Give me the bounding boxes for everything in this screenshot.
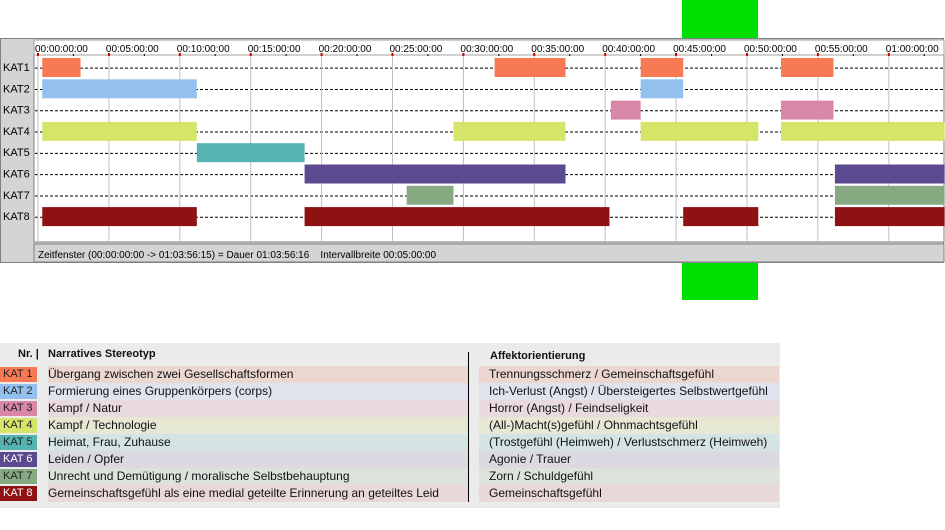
interval-bar-kat6 xyxy=(304,164,566,184)
legend-row: KAT 8 Gemeinschaftsgefühl als eine medial… xyxy=(0,485,780,502)
interval-bar-kat5 xyxy=(196,143,305,163)
tick-label: 00:25:00:00 xyxy=(390,44,443,55)
tick-label: 00:35:00:00 xyxy=(531,44,584,55)
tick-label: 00:05:00:00 xyxy=(106,44,159,55)
category-legend: Nr. | Narratives Stereotyp Affektorienti… xyxy=(0,343,780,508)
legend-description: Kampf / Technologie xyxy=(48,417,468,434)
legend-swatch-kat6: KAT 6 xyxy=(0,452,37,467)
tick-label: 00:55:00:00 xyxy=(815,44,868,55)
tick-label: 00:20:00:00 xyxy=(319,44,372,55)
tick-label: 00:45:00:00 xyxy=(673,44,726,55)
legend-swatch-kat3: KAT 3 xyxy=(0,401,37,416)
interval-bar-kat4 xyxy=(42,121,197,141)
interval-bar-kat7 xyxy=(834,185,945,205)
legend-swatch-kat7: KAT 7 xyxy=(0,469,37,484)
tick-label: 00:30:00:00 xyxy=(460,44,513,55)
status-text: Zeitfenster (00:00:00:00 -> 01:03:56:15)… xyxy=(38,250,436,261)
interval-bar-kat1 xyxy=(42,58,81,77)
interval-bar-kat4 xyxy=(781,121,945,141)
legend-description: Kampf / Natur xyxy=(48,400,468,417)
category-label: KAT6 xyxy=(3,169,30,181)
legend-header-nr: Nr. | xyxy=(18,348,39,360)
status-bar xyxy=(33,243,945,263)
legend-swatch-kat8: KAT 8 xyxy=(0,486,37,501)
legend-affect: (Trostgefühl (Heimweh) / Verlustschmerz … xyxy=(479,434,779,451)
legend-row: KAT 5 Heimat, Frau, Zuhause (Trostgefühl (… xyxy=(0,434,780,451)
tick-label: 01:00:00:00 xyxy=(886,44,939,55)
tick-label: 00:15:00:00 xyxy=(248,44,301,55)
legend-header-desc: Narratives Stereotyp xyxy=(48,348,156,360)
legend-row: KAT 7 Unrecht und Demütigung / moralische… xyxy=(0,468,780,485)
interval-bar-kat8 xyxy=(683,207,759,227)
interval-bar-kat2 xyxy=(640,79,684,99)
legend-description: Formierung eines Gruppenkörpers (corps) xyxy=(48,383,468,400)
legend-description: Gemeinschaftsgefühl als eine medial gete… xyxy=(48,485,468,502)
legend-affect: Ich-Verlust (Angst) / Übersteigertes Sel… xyxy=(479,383,779,400)
legend-description: Unrecht und Demütigung / moralische Selb… xyxy=(48,468,468,485)
legend-affect: Trennungsschmerz / Gemeinschaftsgefühl xyxy=(479,366,779,383)
tick-label: 00:00:00:00 xyxy=(35,44,88,55)
timeline-chart: 00:00:00:00 00:05:00:00 00:10:00:00 00:15:0… xyxy=(3,39,945,263)
legend-swatch-kat4: KAT 4 xyxy=(0,418,37,433)
interval-bar-kat3 xyxy=(781,100,834,120)
interval-bar-kat4 xyxy=(453,121,566,141)
timeline-panel: 00:00:00:00 00:05:00:00 00:10:00:00 00:15:0… xyxy=(0,38,945,263)
interval-bar-kat1 xyxy=(781,58,834,77)
legend-row: KAT 6 Leiden / Opfer Agonie / Trauer xyxy=(0,451,780,468)
legend-affect: Horror (Angst) / Feindseligkeit xyxy=(479,400,779,417)
legend-swatch-kat5: KAT 5 xyxy=(0,435,37,450)
legend-row: KAT 4 Kampf / Technologie (All-)Macht(s)ge… xyxy=(0,417,780,434)
legend-swatch-kat2: KAT 2 xyxy=(0,384,37,399)
legend-affect: Gemeinschaftsgefühl xyxy=(479,485,779,502)
category-label: KAT1 xyxy=(3,62,30,74)
category-label: KAT8 xyxy=(3,211,30,223)
interval-bar-kat1 xyxy=(494,58,566,77)
tick-label: 00:40:00:00 xyxy=(602,44,655,55)
tick-label: 00:50:00:00 xyxy=(744,44,797,55)
interval-bar-kat8 xyxy=(304,207,610,227)
category-label: KAT4 xyxy=(3,126,30,138)
category-label: KAT5 xyxy=(3,147,30,159)
interval-bar-kat6 xyxy=(834,164,945,184)
legend-description: Übergang zwischen zwei Gesellschaftsform… xyxy=(48,366,468,383)
legend-row: KAT 3 Kampf / Natur Horror (Angst) / Feind… xyxy=(0,400,780,417)
category-label: KAT2 xyxy=(3,83,30,95)
interval-bar-kat1 xyxy=(640,58,684,77)
interval-bar-kat8 xyxy=(42,207,197,227)
interval-bar-kat8 xyxy=(834,207,945,227)
legend-row: KAT 1 Übergang zwischen zwei Gesellschaft… xyxy=(0,366,780,383)
legend-affect: Agonie / Trauer xyxy=(479,451,779,468)
legend-affect: Zorn / Schuldgefühl xyxy=(479,468,779,485)
interval-bar-kat3 xyxy=(610,100,641,120)
time-ruler xyxy=(33,39,945,56)
legend-row: KAT 2 Formierung eines Gruppenkörpers (co… xyxy=(0,383,780,400)
legend-header-aff: Affektorientierung xyxy=(490,350,586,362)
category-label: KAT3 xyxy=(3,105,30,117)
legend-description: Heimat, Frau, Zuhause xyxy=(48,434,468,451)
legend-swatch-kat1: KAT 1 xyxy=(0,367,37,382)
interval-bar-kat4 xyxy=(640,121,759,141)
legend-affect: (All-)Macht(s)gefühl / Ohnmachtsgefühl xyxy=(479,417,779,434)
interval-bar-kat7 xyxy=(406,185,454,205)
highlight-marker-top xyxy=(682,0,758,38)
highlight-marker-bottom xyxy=(682,263,758,300)
legend-description: Leiden / Opfer xyxy=(48,451,468,468)
legend-divider xyxy=(468,352,469,502)
category-label: KAT7 xyxy=(3,190,30,202)
interval-bar-kat2 xyxy=(42,79,197,99)
tick-label: 00:10:00:00 xyxy=(177,44,230,55)
